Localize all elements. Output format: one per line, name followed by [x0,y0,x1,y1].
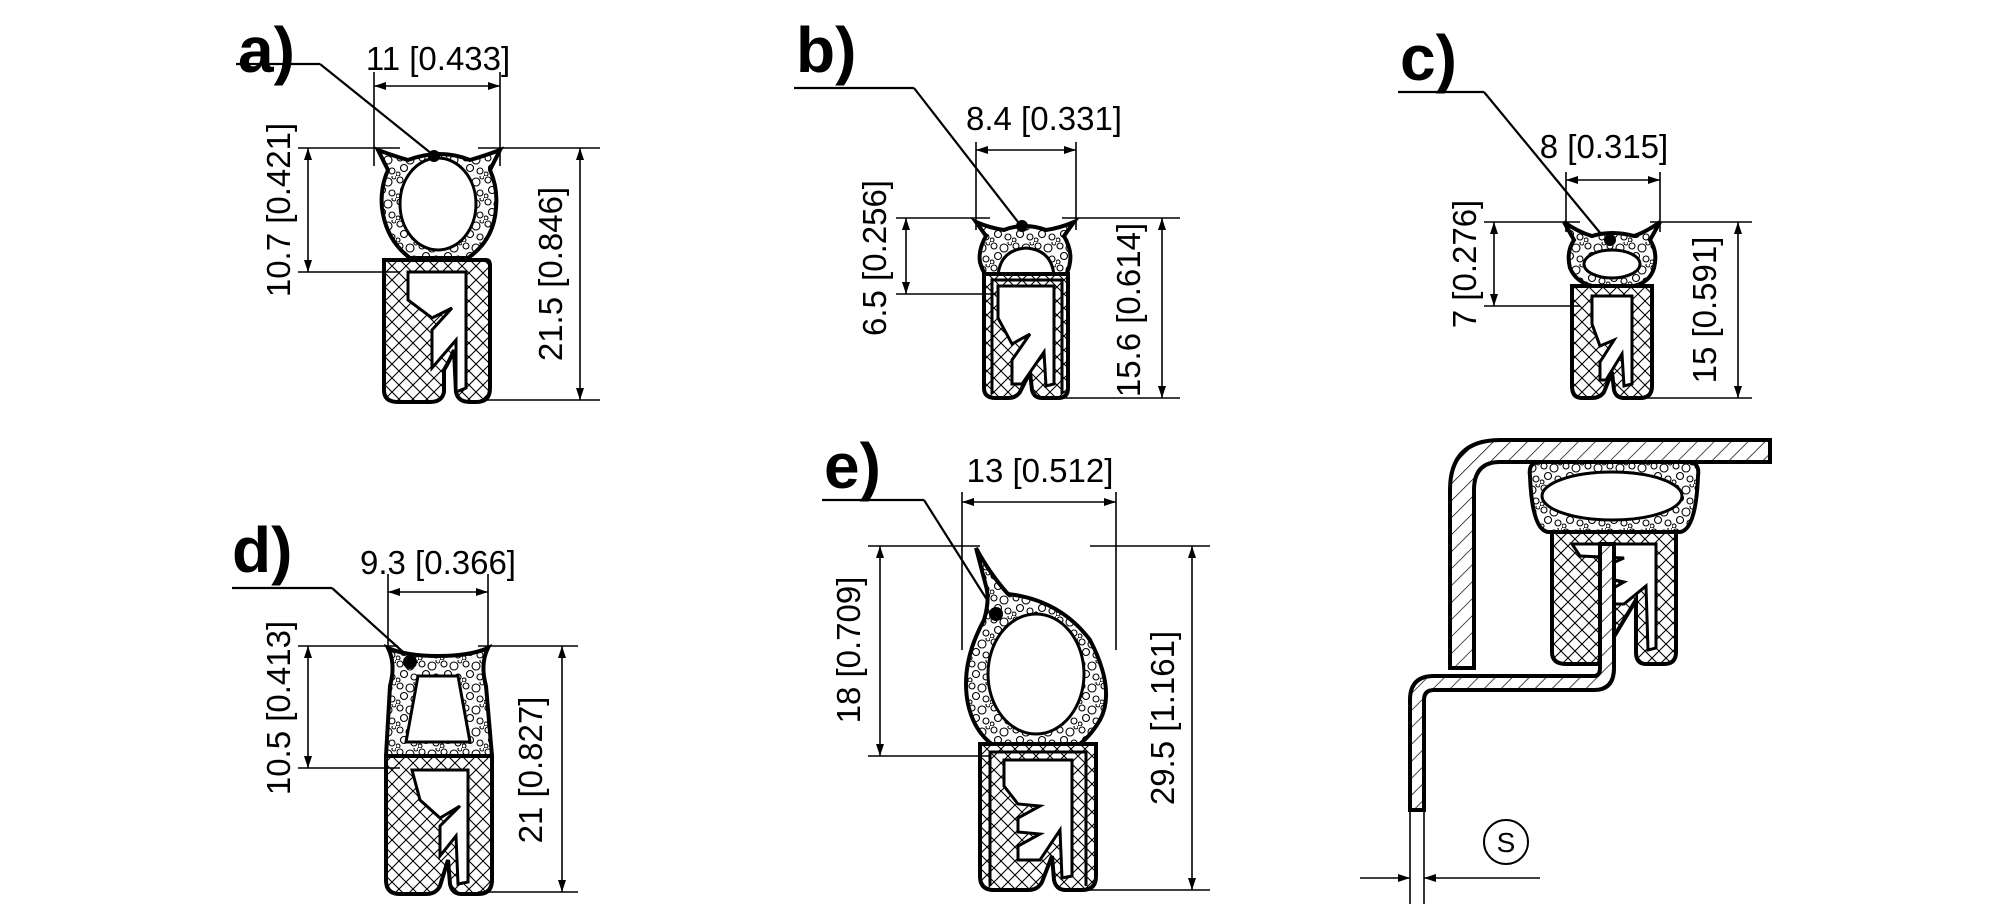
panel-e-label: e) [824,430,881,502]
leader-b-diag [913,87,1019,223]
panel-c-label: c) [1400,22,1457,94]
profile-a-dot [428,150,440,162]
leader-a-diag [319,63,433,155]
profile-c-bulb-hole [1582,248,1642,280]
profile-d-channel [410,768,470,886]
profile-c [1562,220,1662,400]
panel-a-label: a) [238,14,295,86]
thickness-symbol-text: S [1497,827,1516,858]
profile-c-dot [1604,234,1616,246]
installation-view: S [1360,438,1772,904]
panel-c: c) 8 [0.315] 7 [0.276] 15 [0.591] [1398,22,1752,400]
leader-e-diag [923,499,997,615]
profile-a-channel [406,270,468,395]
dim-e-total-text: 29.5 [1.161] [1144,631,1181,805]
profile-d-dot [403,655,417,669]
installed-bulb-hole [1540,470,1684,522]
panel-e: e) 13 [0.512] 18 [0.709] 29.5 [1.161] [822,430,1210,892]
dim-b-bulb-text: 6.5 [0.256] [856,180,893,336]
panel-d-label: d) [232,514,292,586]
dim-c-total-text: 15 [0.591] [1686,237,1723,384]
upper-sheet-metal [1448,438,1772,670]
profile-b-dot [1016,220,1028,232]
profile-a [373,146,505,404]
profile-d-bulb-hole [404,674,472,744]
leader-c-diag [1483,91,1607,241]
thickness-symbol-circle [1483,819,1529,865]
leader-d-diag [331,587,413,661]
panel-a: a) 11 [0.433] 10.7 [0.421] 21.5 [0.846] [236,14,600,404]
profile-b-bulb-hole [996,246,1056,278]
dim-a-width-text: 11 [0.433] [366,40,510,77]
profile-c-channel [1590,294,1634,388]
dim-b-total-text: 15.6 [0.614] [1110,223,1147,397]
profile-d [383,643,495,896]
dim-a-bulb-text: 10.7 [0.421] [260,123,297,297]
profile-e-channel [1002,758,1074,880]
panel-b: b) 8.4 [0.331] 6.5 [0.256] 15.6 [0.614] [794,14,1180,400]
profile-e [964,547,1109,892]
dim-a-total-text: 21.5 [0.846] [532,187,569,361]
profile-a-bulb-hole [398,156,478,252]
dim-e-bulb-text: 18 [0.709] [830,577,867,724]
dim-d-bulb-text: 10.5 [0.413] [260,621,297,795]
panel-b-label: b) [796,14,856,86]
dim-d-total-text: 21 [0.827] [512,697,549,844]
dim-b-width-text: 8.4 [0.331] [966,100,1122,137]
profile-b-metal-insert [990,278,1064,394]
dim-d-width-text: 9.3 [0.366] [360,544,516,581]
panel-d: d) 9.3 [0.366] 10.5 [0.413] 21 [0.827] [232,514,578,896]
dim-e-width-text: 13 [0.512] [967,452,1114,489]
profile-b [970,217,1080,400]
dim-c-bulb-text: 7 [0.276] [1446,200,1483,328]
dim-c-width-text: 8 [0.315] [1540,128,1668,165]
profile-e-bulb-hole [986,612,1086,736]
profile-b-channel [996,284,1056,388]
profile-e-dot [989,607,1003,621]
profile-e-metal-insert [988,750,1088,886]
